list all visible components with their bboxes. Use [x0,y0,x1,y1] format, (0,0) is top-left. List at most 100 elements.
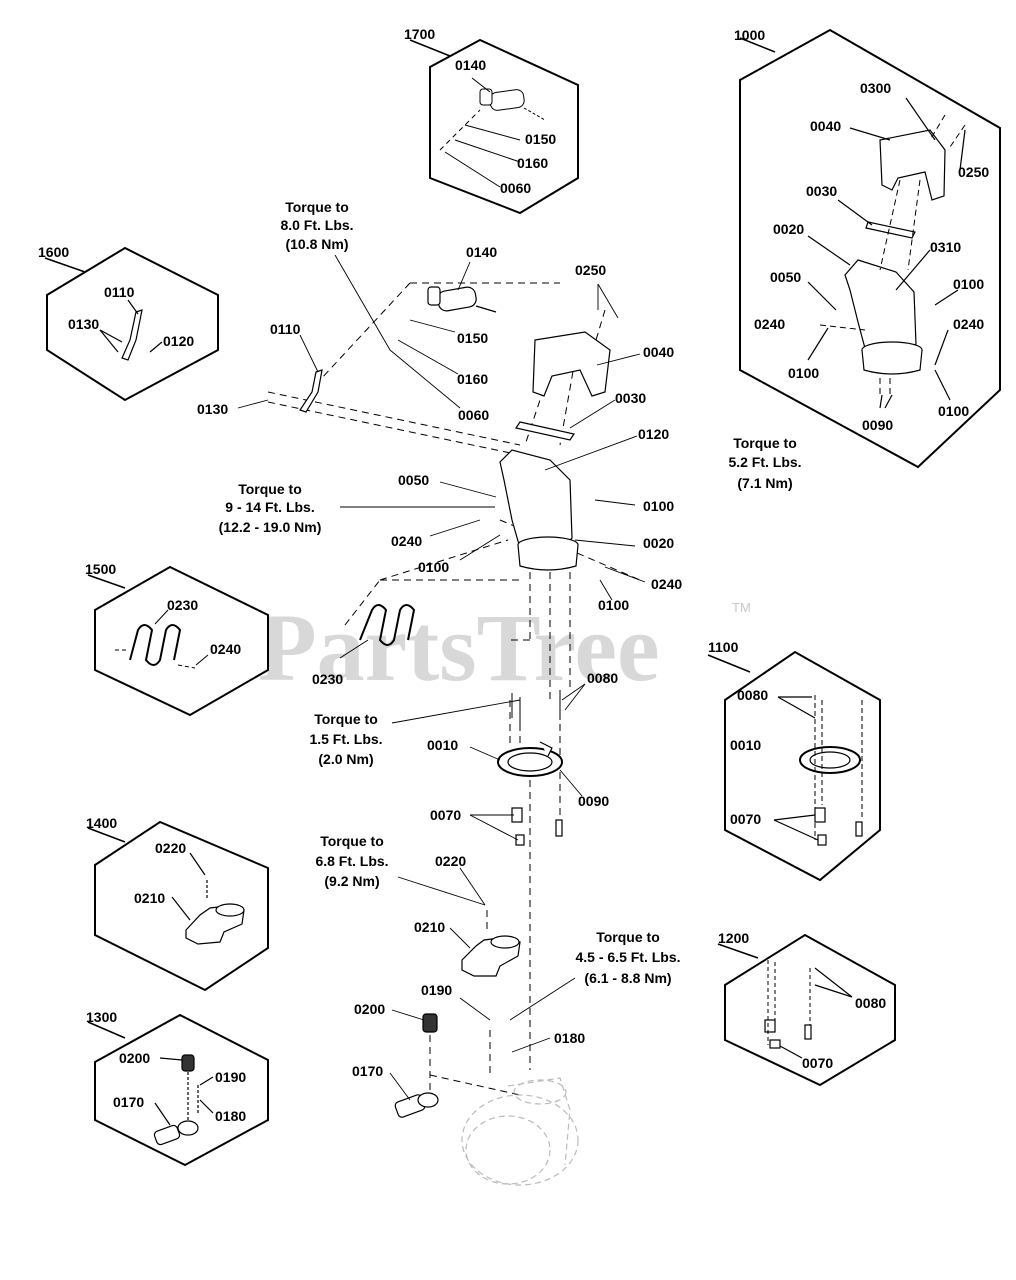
housing-ghost [461,1077,579,1186]
part-label-0060: 0060 [458,407,489,423]
torque-note-3: Torque to 9 - 14 Ft. Lbs. (12.2 - 19.0 N… [219,481,322,535]
svg-text:Torque to: Torque to [733,435,797,451]
part-label-0120: 0120 [638,426,669,442]
svg-text:Torque to: Torque to [596,929,660,945]
part-label-0070: 0070 [430,807,461,823]
part-label-0190: 0190 [421,982,452,998]
part-label-0090: 0090 [578,793,609,809]
part-label-0010: 0010 [427,737,458,753]
motor-0170 [394,1092,439,1118]
svg-text:6.8 Ft. Lbs.: 6.8 Ft. Lbs. [315,853,388,869]
callout-1200: 1200 [718,930,749,946]
part-label-0230: 0230 [167,597,198,613]
part-label-0140: 0140 [466,244,497,260]
callout-1000: 1000 [734,27,765,43]
part-label-0070: 0070 [730,811,761,827]
handle-0230 [359,604,416,646]
part-label-0100: 0100 [788,365,819,381]
part-label-0130: 0130 [197,401,228,417]
torque-note-6: Torque to 4.5 - 6.5 Ft. Lbs. (6.1 - 8.8 … [575,929,680,986]
part-label-0240: 0240 [391,533,422,549]
part-label-0120: 0120 [163,333,194,349]
part-label-0240: 0240 [953,316,984,332]
ring-0010 [497,747,563,777]
part-label-0200: 0200 [119,1050,150,1066]
part-label-0180: 0180 [554,1030,585,1046]
callout-1100: 1100 [708,639,739,655]
bracket-0110 [299,369,323,413]
part-label-0130: 0130 [68,316,99,332]
inset-1300 [87,1013,269,1167]
svg-text:(10.8 Nm): (10.8 Nm) [285,236,348,252]
watermark-text: PartsTree [258,594,660,701]
part-label-0110: 0110 [104,284,135,300]
inset-1400 [87,820,269,992]
part-label-0160: 0160 [517,155,548,171]
part-label-0080: 0080 [855,995,886,1011]
bracket-0030 [515,421,575,441]
part-label-0250: 0250 [958,164,989,180]
part-label-0310: 0310 [930,239,961,255]
bolts-0080 [511,690,561,728]
svg-text:8.0 Ft. Lbs.: 8.0 Ft. Lbs. [280,217,353,233]
part-label-0050: 0050 [398,472,429,488]
inset-1000 [739,28,1001,469]
callout-1500: 1500 [85,561,116,577]
part-label-0070: 0070 [802,1055,833,1071]
part-label-0040: 0040 [643,344,674,360]
part-label-0200: 0200 [354,1001,385,1017]
svg-text:Torque to: Torque to [314,711,378,727]
part-label-0180: 0180 [215,1108,246,1124]
svg-text:4.5 - 6.5 Ft. Lbs.: 4.5 - 6.5 Ft. Lbs. [575,949,680,965]
motor-0140 [427,286,497,313]
part-label-0220: 0220 [155,840,186,856]
watermark-tm: TM [732,600,751,615]
part-label-0160: 0160 [457,371,488,387]
part-label-0050: 0050 [770,269,801,285]
main-assembly [237,254,646,1186]
part-label-0250: 0250 [575,262,606,278]
part-label-0100: 0100 [938,403,969,419]
part-label-0210: 0210 [414,919,445,935]
part-label-0230: 0230 [312,671,343,687]
svg-text:(7.1 Nm): (7.1 Nm) [737,475,792,491]
part-label-0220: 0220 [435,853,466,869]
part-label-0020: 0020 [773,221,804,237]
part-label-0170: 0170 [113,1094,144,1110]
svg-text:9 - 14 Ft. Lbs.: 9 - 14 Ft. Lbs. [225,499,314,515]
part-label-0100: 0100 [953,276,984,292]
part-label-0090: 0090 [862,417,893,433]
inset-1100 [707,650,881,882]
part-label-0100: 0100 [598,597,629,613]
part-label-0240: 0240 [210,641,241,657]
callout-1700: 1700 [404,26,435,42]
part-label-0100: 0100 [643,498,674,514]
part-label-0040: 0040 [810,118,841,134]
inset-1700 [409,38,579,215]
callout-1300: 1300 [86,1009,117,1025]
torque-note-4: Torque to 1.5 Ft. Lbs. (2.0 Nm) [309,711,382,767]
svg-text:(9.2 Nm): (9.2 Nm) [324,873,379,889]
knob-0200 [422,1013,438,1033]
part-label-0210: 0210 [134,890,165,906]
part-label-0240: 0240 [651,576,682,592]
deflector-0040 [532,331,611,397]
callout-1400: 1400 [86,815,117,831]
svg-text:Torque to: Torque to [238,481,302,497]
part-label-0140: 0140 [455,57,486,73]
svg-text:(2.0 Nm): (2.0 Nm) [318,751,373,767]
torque-note-1: Torque to 8.0 Ft. Lbs. (10.8 Nm) [280,199,353,252]
inset-1200 [717,933,896,1087]
part-label-0030: 0030 [806,183,837,199]
part-label-0100: 0100 [418,559,449,575]
svg-text:Torque to: Torque to [320,833,384,849]
inset-1500 [87,565,269,717]
part-label-0020: 0020 [643,535,674,551]
part-label-0080: 0080 [587,670,618,686]
torque-note-2: Torque to 5.2 Ft. Lbs. (7.1 Nm) [728,435,801,491]
torque-note-5: Torque to 6.8 Ft. Lbs. (9.2 Nm) [315,833,388,889]
svg-text:(6.1 - 8.8 Nm): (6.1 - 8.8 Nm) [584,970,671,986]
svg-text:Torque to: Torque to [285,199,349,215]
part-label-0010: 0010 [730,737,761,753]
